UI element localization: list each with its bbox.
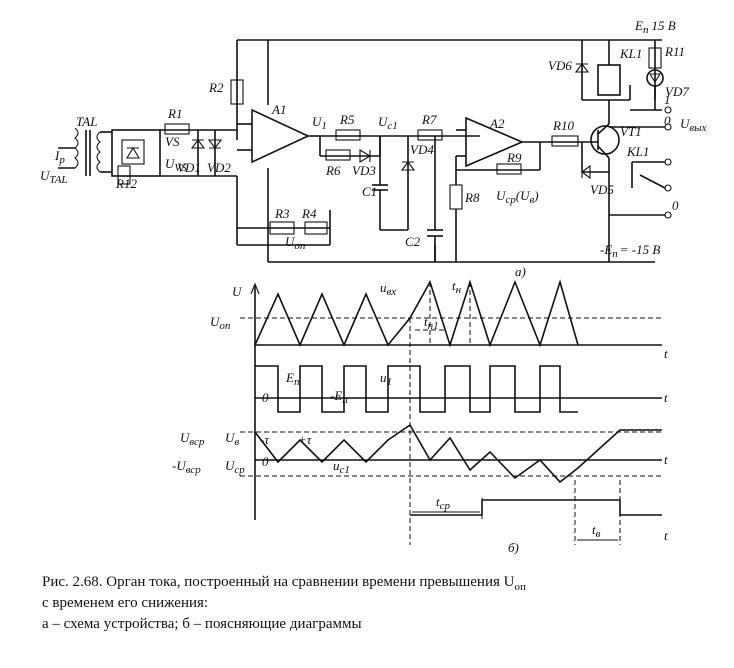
vd5-diode	[581, 164, 591, 180]
r8-resistor	[449, 184, 463, 210]
label-r12: R12	[115, 176, 137, 191]
label-r5: R5	[339, 112, 355, 127]
timing-diagrams	[240, 279, 662, 545]
label-vd5: VD5	[590, 182, 614, 197]
schematic-labels: TAL R1 R2 R3 R4 R5 R6 R7 R8 R9 R10 R11 R…	[40, 18, 707, 279]
vd2-diode	[207, 139, 223, 149]
r10-resistor	[551, 135, 579, 147]
label-ptau: +τ	[298, 432, 313, 447]
transformer-tal	[58, 127, 101, 176]
r2-resistor	[230, 79, 244, 105]
r4-resistor	[304, 221, 328, 235]
label-r7: R7	[421, 112, 437, 127]
label-ucp-node: Ucp(Uв)	[496, 188, 539, 206]
label-t-axis-2: t	[664, 390, 668, 405]
label-t-axis-3: t	[664, 452, 668, 467]
label-vd6: VD6	[548, 58, 572, 73]
schematic	[58, 39, 672, 263]
a1-opamp	[251, 108, 310, 164]
vd1-diode	[190, 139, 206, 149]
r1-resistor	[164, 123, 190, 135]
label-r8: R8	[464, 190, 480, 205]
caption-line-2: с временем его снижения:	[42, 595, 209, 611]
label-vt1: VT1	[620, 124, 642, 139]
label-r10: R10	[552, 118, 574, 133]
bridge-icon	[121, 139, 145, 165]
r11-resistor	[648, 47, 662, 69]
r5-resistor	[335, 129, 361, 141]
label-vd4: VD4	[410, 142, 434, 157]
vd4-diode	[400, 161, 416, 171]
label-vd2: VD2	[207, 160, 231, 175]
r9-resistor	[496, 163, 522, 175]
label-kl1-coil: KL1	[619, 46, 642, 61]
label-mtau: -τ	[260, 432, 270, 447]
label-ip: Ip	[54, 148, 65, 166]
label-r4: R4	[301, 206, 317, 221]
label-a1: A1	[271, 102, 286, 117]
r7-resistor	[417, 129, 443, 141]
label-tn: tн	[452, 278, 462, 296]
label-uc1: uc1	[333, 458, 350, 476]
label-uvyh: Uвых	[680, 116, 707, 134]
label-muvr: -Uвср	[172, 458, 201, 476]
label-tv: tв	[592, 522, 601, 540]
label-sub-a: a)	[515, 264, 526, 279]
label-tal: TAL	[76, 114, 97, 129]
label-r1: R1	[167, 106, 182, 121]
label-uc1-node: Uc1	[378, 114, 398, 132]
label-r2: R2	[208, 80, 224, 95]
kl1-coil	[597, 64, 621, 96]
label-r9: R9	[506, 150, 522, 165]
label-pin0a: 0	[664, 113, 671, 128]
caption-line-1: Рис. 2.68. Орган тока, построенный на ср…	[42, 574, 526, 593]
label-sub-b: б)	[508, 540, 519, 555]
label-u-axis: U	[232, 284, 243, 299]
label-uop: Uоп	[210, 314, 231, 332]
label-uvr: Uвср	[180, 430, 205, 448]
label-c2: C2	[405, 234, 421, 249]
label-pin0b: 0	[672, 198, 679, 213]
label-em15: -Eп= -15 В	[600, 242, 660, 260]
label-c1: C1	[362, 184, 377, 199]
label-uvs: UVS	[165, 156, 187, 174]
caption-line-3: а – схема устройства; б – поясняющие диа…	[42, 616, 362, 632]
vd3-diode	[359, 149, 372, 163]
label-tn1: tп1	[424, 314, 439, 332]
label-u1: u1	[380, 370, 392, 388]
label-zero-1: 0	[262, 390, 269, 405]
vt1-transistor	[590, 125, 620, 155]
label-zero-2: 0	[262, 454, 269, 469]
label-vs: VS	[165, 134, 180, 149]
r3-resistor	[269, 221, 295, 235]
label-a2: A2	[489, 116, 505, 131]
label-u1: U1	[312, 114, 327, 132]
label-t-axis-1: t	[664, 346, 668, 361]
rectifier-block	[111, 129, 161, 177]
label-mep: -Eп	[330, 388, 348, 406]
label-r11: R11	[664, 44, 685, 59]
label-kl1-contact: KL1	[626, 144, 649, 159]
a2-opamp	[465, 116, 525, 168]
label-t-axis-4: t	[664, 528, 668, 543]
label-uv: Uв	[225, 430, 239, 448]
r12-resistor	[117, 165, 131, 185]
label-vd1: VD1	[177, 160, 201, 175]
label-ucp: Uср	[225, 458, 245, 476]
label-utal: UTAL	[40, 168, 68, 186]
label-pin1: 1	[664, 92, 671, 107]
label-uop-node: Uоп	[285, 234, 306, 252]
vd6-diode	[574, 63, 590, 73]
timing-labels: U Uоп uвх tн tп1 t Eп -Eп u1 0 t Uвср Uв…	[172, 278, 668, 555]
label-uvh: uвх	[380, 280, 396, 298]
label-vd7: VD7	[665, 84, 689, 99]
label-tcp: tср	[436, 494, 451, 512]
label-r3: R3	[274, 206, 290, 221]
r6-resistor	[325, 149, 351, 161]
label-ep: Eп	[285, 370, 300, 388]
label-r6: R6	[325, 163, 341, 178]
label-vd3: VD3	[352, 163, 376, 178]
